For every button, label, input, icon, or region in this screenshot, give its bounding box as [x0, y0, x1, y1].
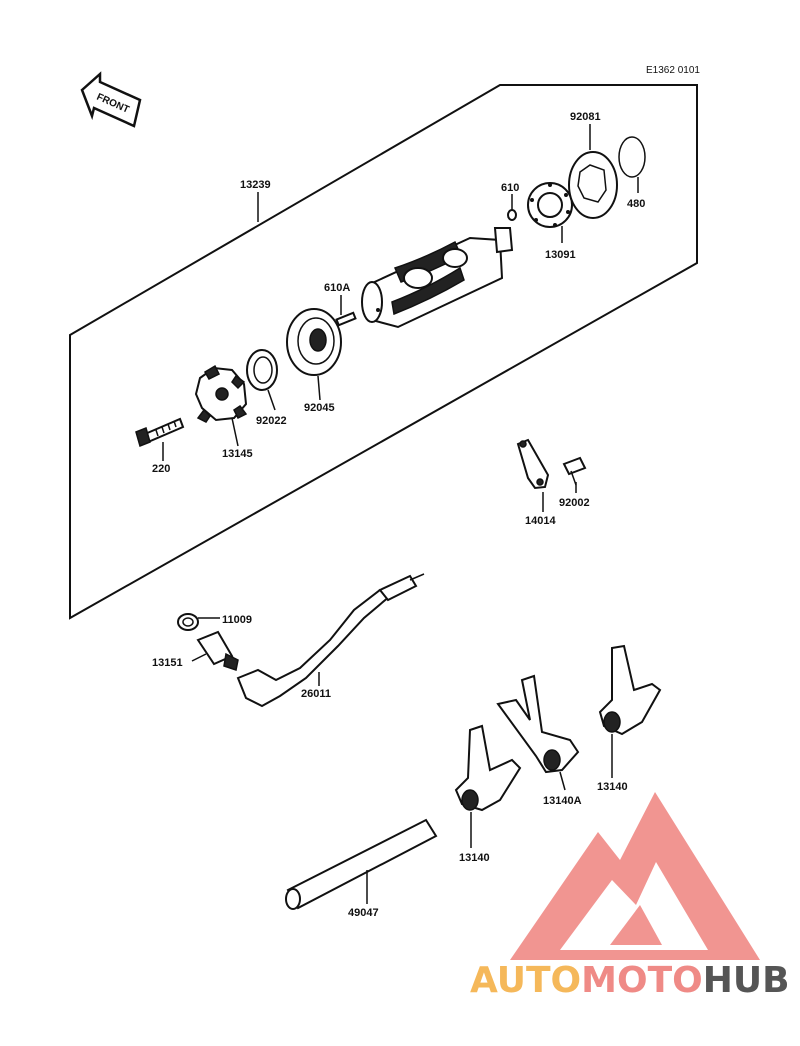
brand-text-moto: MOTO: [581, 960, 703, 1001]
part-label-610: 610: [501, 182, 519, 194]
part-label-13091: 13091: [545, 249, 576, 261]
assembly-frame: [69, 84, 698, 620]
part-label-11009: 11009: [222, 614, 252, 626]
gasket: [177, 613, 199, 631]
pin-610: [507, 209, 517, 221]
part-label-13140a: 13140A: [543, 795, 582, 807]
stopper-lever: [516, 438, 550, 490]
part-label-13140-left: 13140: [459, 852, 490, 864]
neutral-switch: [196, 630, 239, 671]
part-label-49047: 49047: [348, 907, 379, 919]
fork-shaft: [285, 818, 438, 910]
stopper-bolt: [562, 456, 587, 486]
part-label-220: 220: [152, 463, 170, 475]
part-label-13140-right: 13140: [597, 781, 628, 793]
oil-seal: [246, 349, 278, 391]
svg-text:AUTOMOTOHUB: AUTOMOTOHUB: [470, 960, 790, 1001]
part-label-13145: 13145: [222, 448, 253, 460]
bearing: [286, 308, 342, 376]
switch-lead: [236, 573, 425, 708]
part-label-92081: 92081: [570, 111, 601, 123]
part-label-480: 480: [627, 198, 645, 210]
front-arrow-icon: FRONT: [80, 71, 142, 128]
holder-plate: [568, 151, 618, 219]
brand-text-auto: AUTO: [470, 960, 581, 1001]
part-label-14014: 14014: [525, 515, 556, 527]
shift-fork-left: [454, 724, 522, 812]
brand-wordmark: AUTOMOTOHUB: [470, 960, 790, 1001]
shift-fork-right: [598, 644, 662, 736]
bolt: [135, 417, 185, 448]
cam-plate: [527, 182, 573, 228]
shift-drum: [361, 227, 514, 329]
circlip: [618, 136, 646, 178]
shift-fork-middle: [496, 674, 580, 774]
part-label-92022: 92022: [256, 415, 287, 427]
brand-logo-icon: [510, 792, 760, 960]
part-label-13151: 13151: [152, 657, 183, 669]
diagram-code: E1362 0101: [646, 65, 700, 76]
brand-text-hub: HUB: [703, 960, 790, 1001]
part-label-26011: 26011: [301, 688, 331, 700]
drum-pin-plate: [194, 364, 248, 423]
part-label-92045: 92045: [304, 402, 335, 414]
pin-610a: [335, 311, 357, 327]
part-label-92002: 92002: [559, 497, 590, 509]
part-label-13239: 13239: [240, 179, 271, 191]
part-label-610a: 610A: [324, 282, 350, 294]
